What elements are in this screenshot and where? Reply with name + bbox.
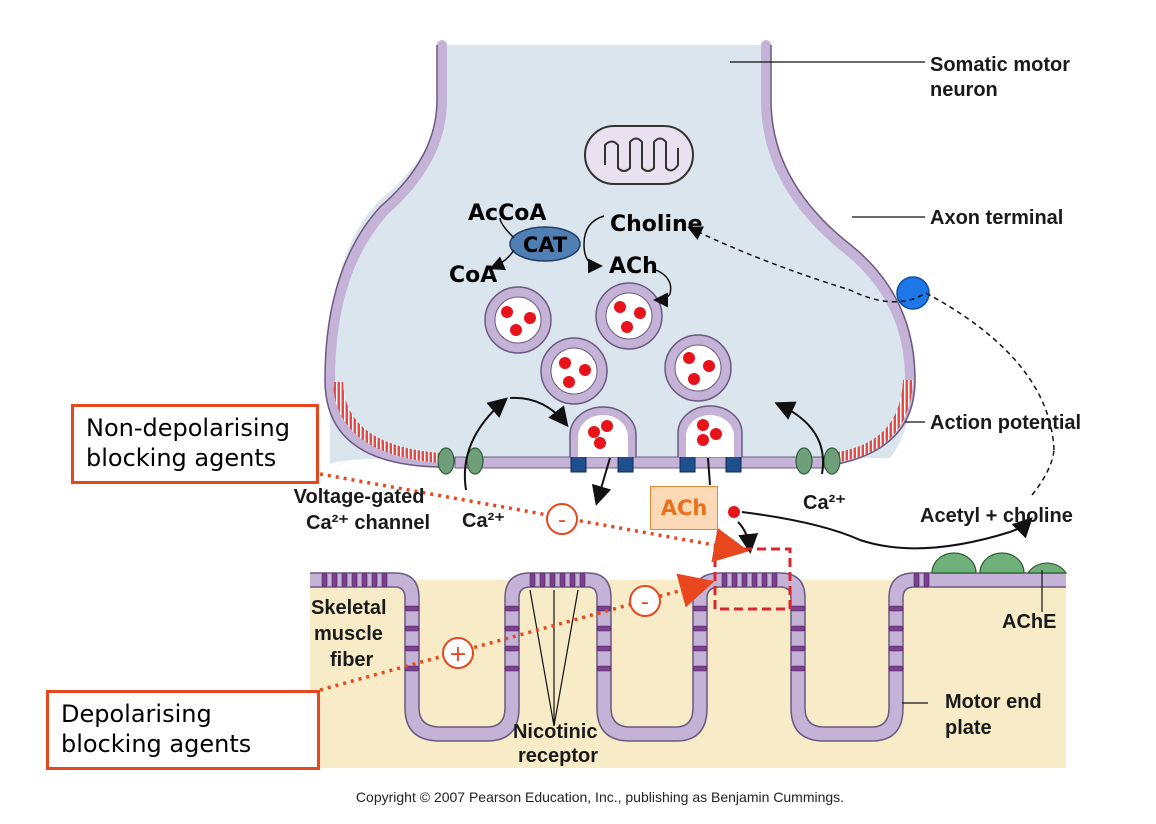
minus-sign-2: - bbox=[629, 585, 661, 617]
minus-sign-1: - bbox=[546, 503, 578, 535]
depolarising-line-1: Depolarising bbox=[61, 700, 212, 728]
ca-channels bbox=[437, 447, 841, 475]
plus-sign: + bbox=[442, 637, 474, 669]
mitochondrion bbox=[584, 125, 694, 185]
accoa-label: AcCoA bbox=[468, 201, 546, 226]
ach-molecule bbox=[728, 506, 740, 518]
docked-vesicle bbox=[569, 406, 637, 457]
choline-label: Choline bbox=[610, 212, 703, 237]
acetyl-choline-label: Acetyl + choline bbox=[920, 505, 1073, 527]
action-potential-left bbox=[333, 381, 441, 463]
presynaptic-membrane bbox=[454, 456, 826, 469]
vesicle bbox=[664, 334, 732, 402]
action-potential-label: Action potential bbox=[930, 412, 1081, 434]
vesicle bbox=[484, 286, 552, 354]
depolarising-line-2: blocking agents bbox=[61, 730, 252, 758]
svg-text:-: - bbox=[558, 508, 566, 533]
somatic-motor-neuron-label: Somatic motor neuron bbox=[930, 54, 1076, 101]
nicotinic-receptor-label: Nicotinic receptor bbox=[513, 721, 603, 767]
svg-text:-: - bbox=[641, 590, 649, 615]
ca-right-label: Ca²⁺ bbox=[803, 492, 846, 514]
choline-reuptake-path bbox=[687, 226, 1055, 451]
cat-enzyme bbox=[509, 226, 581, 262]
skeletal-muscle-fiber-label: Skeletal muscle fiber bbox=[311, 597, 392, 671]
motor-end-plate-label: Motor end plate bbox=[945, 691, 1047, 739]
receptor-target-box bbox=[713, 547, 792, 611]
action-potential-right bbox=[829, 379, 913, 463]
ache-hydrolysis-arrow bbox=[741, 511, 1033, 550]
copyright-notice: Copyright © 2007 Pearson Education, Inc.… bbox=[355, 789, 845, 805]
axon-terminal-body bbox=[330, 45, 912, 465]
coa-label: CoA bbox=[449, 263, 497, 288]
leader-lines bbox=[529, 61, 1043, 727]
docked-vesicle bbox=[677, 405, 743, 457]
ca-left-label: Ca²⁺ bbox=[462, 510, 505, 532]
axon-terminal-label: Axon terminal bbox=[930, 207, 1063, 229]
cat-label: CAT bbox=[523, 233, 568, 257]
voltage-gated-channel-label: Voltage-gated Ca²⁺ channel bbox=[294, 486, 430, 534]
motor-end-plate-membrane bbox=[310, 573, 1066, 741]
non-depolarising-agents-box: Non-depolarising blocking agents bbox=[71, 404, 319, 484]
vesicle bbox=[595, 282, 663, 350]
svg-text:+: + bbox=[449, 642, 467, 667]
depolarising-agents-box: Depolarising blocking agents bbox=[46, 690, 320, 770]
ach-tag: ACh bbox=[650, 486, 718, 530]
synaptic-vesicles bbox=[484, 282, 743, 457]
non-depolarising-line-2: blocking agents bbox=[86, 444, 277, 472]
non-depolarising-line-1: Non-depolarising bbox=[86, 414, 290, 442]
vesicle bbox=[540, 337, 608, 405]
ach-label: ACh bbox=[609, 254, 658, 279]
ache-enzymes bbox=[931, 552, 1068, 574]
choline-transporter bbox=[896, 276, 930, 310]
motor-end-plate-membrane-edge bbox=[310, 572, 1066, 728]
nicotinic-receptors bbox=[321, 572, 930, 672]
depolarising-arrow bbox=[319, 573, 715, 692]
ache-label: AChE bbox=[1002, 611, 1056, 633]
